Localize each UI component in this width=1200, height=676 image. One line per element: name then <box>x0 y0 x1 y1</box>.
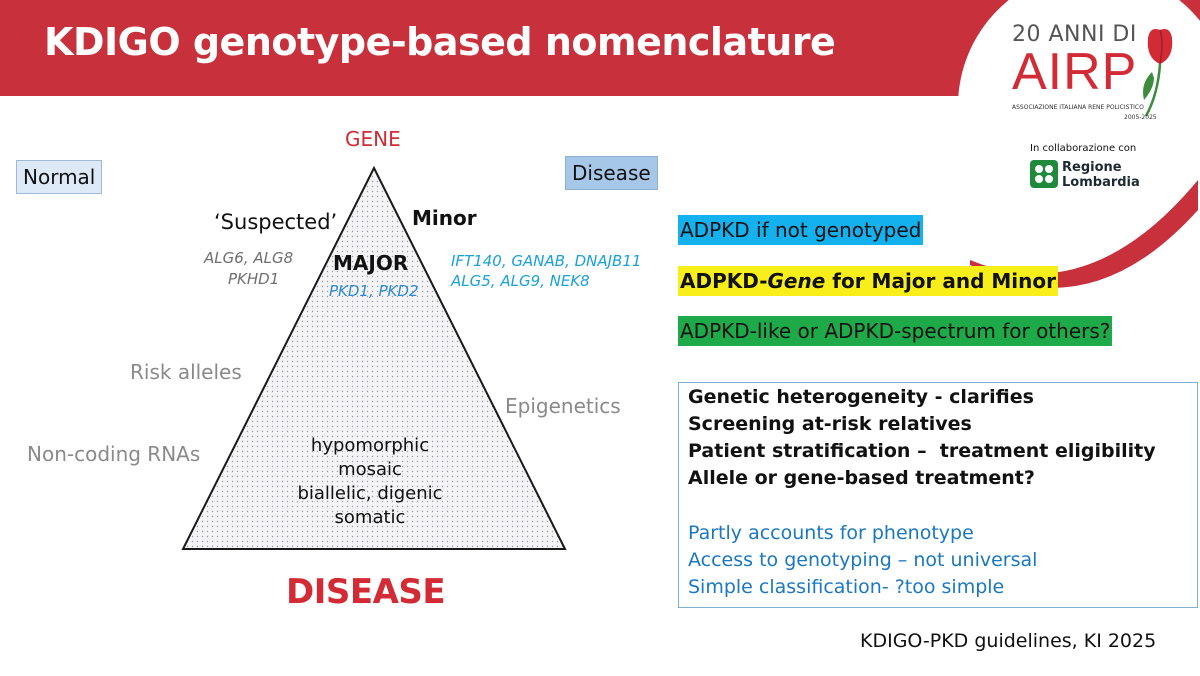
tulip-icon <box>1143 29 1173 117</box>
partner-name: Regione Lombardia <box>1062 160 1140 190</box>
disease-base-label: DISEASE <box>286 572 446 612</box>
limitation-item: Partly accounts for phenotype <box>688 522 974 544</box>
not-genotyped-highlight: ADPKD if not genotyped <box>678 215 924 245</box>
suspected-genes-line-1: ALG6, ALG8 <box>204 249 294 267</box>
gene-pyramid <box>181 165 567 550</box>
inside-line-1: hypomorphic <box>310 435 430 456</box>
epigenetics-label: Epigenetics <box>505 394 621 418</box>
disease-label: Disease <box>565 156 658 190</box>
collab-label: In collaborazione con <box>1030 143 1137 154</box>
header-banner <box>0 0 1200 99</box>
suspected-genes-line-2: PKHD1 <box>228 270 280 288</box>
normal-label: Normal <box>16 160 103 194</box>
gene-suffix: for Major and Minor <box>825 269 1056 293</box>
inside-line-4: somatic <box>334 507 406 528</box>
gene-apex-label: GENE <box>345 127 401 151</box>
red-swoosh-decoration <box>970 180 1198 288</box>
inside-line-3: biallelic, digenic <box>297 483 443 504</box>
logo-association: ASSOCIAZIONE ITALIANA RENE POLICISTICO <box>1012 104 1144 111</box>
logo-anniversary: 20 ANNI DI <box>1012 22 1137 47</box>
benefit-item: Patient stratification – treatment eligi… <box>688 440 1156 462</box>
minor-label: Minor <box>412 206 477 230</box>
benefit-item: Screening at-risk relatives <box>688 413 972 435</box>
limitation-item: Simple classification- ?too simple <box>688 576 1005 598</box>
major-label: MAJOR <box>333 251 409 275</box>
others-highlight: ADPKD-like or ADPKD-spectrum for others? <box>678 316 1113 346</box>
major-genes: PKD1, PKD2 <box>329 282 419 300</box>
implications-panel <box>678 382 1198 608</box>
gene-italic: Gene <box>767 269 826 293</box>
pyramid-triangle <box>181 165 567 550</box>
suspected-label: ‘Suspected’ <box>214 210 338 234</box>
partner-line-1: Regione <box>1062 160 1122 175</box>
risk-alleles-label: Risk alleles <box>130 360 242 384</box>
minor-genes-line-1: IFT140, GANAB, DNAJB11 <box>451 252 642 270</box>
non-coding-rnas-label: Non-coding RNAs <box>27 442 201 466</box>
logo-years: 2005-2025 <box>1124 114 1157 121</box>
inside-line-2: mosaic <box>338 459 402 480</box>
gene-nomenclature-highlight: ADPKD-Gene for Major and Minor <box>678 266 1058 296</box>
regione-lombardia-icon <box>1030 160 1058 188</box>
gene-prefix: ADPKD- <box>680 269 768 293</box>
benefit-item: Allele or gene-based treatment? <box>688 467 1035 489</box>
benefit-item: Genetic heterogeneity - clarifies <box>688 386 1034 408</box>
partner-line-2: Lombardia <box>1062 175 1140 190</box>
minor-genes-line-2: ALG5, ALG9, NEK8 <box>451 272 590 290</box>
logo-airp: AIRP <box>1012 43 1138 101</box>
citation: KDIGO-PKD guidelines, KI 2025 <box>860 630 1157 652</box>
page-title: KDIGO genotype-based nomenclature <box>44 20 836 64</box>
limitation-item: Access to genotyping – not universal <box>688 549 1038 571</box>
